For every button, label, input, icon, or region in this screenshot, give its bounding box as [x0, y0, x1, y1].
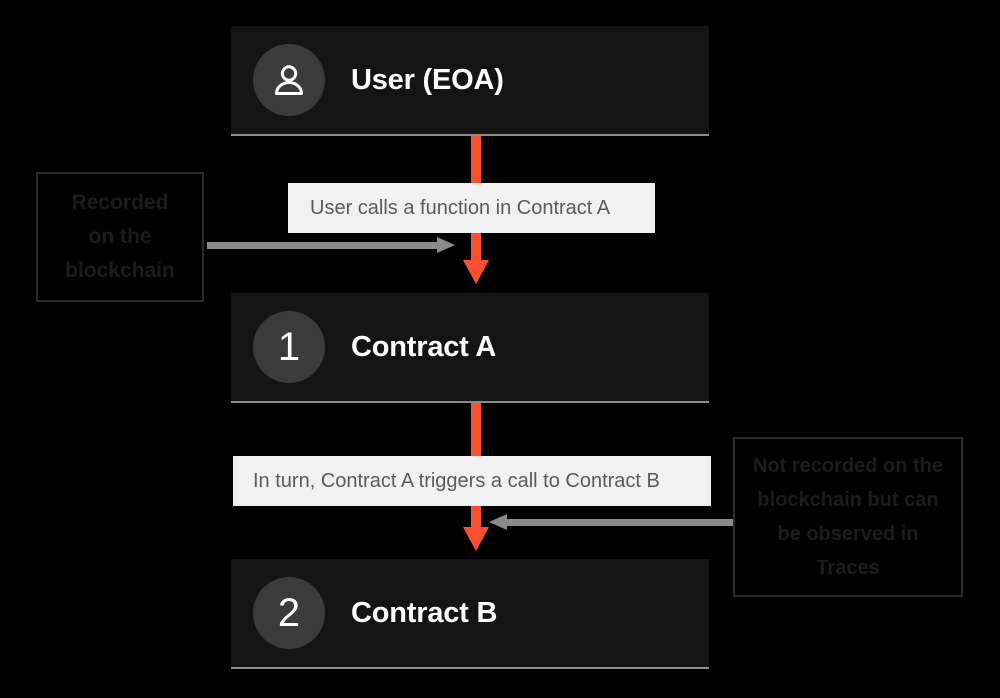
arrow-head-down-icon: [463, 260, 489, 284]
step-number-badge-2: 2: [253, 577, 325, 649]
annotation-line: Recorded: [71, 191, 169, 214]
person-icon: [275, 65, 303, 95]
step-label-internal-call: In turn, Contract A triggers a call to C…: [233, 456, 711, 506]
arrow-head-down-icon: [463, 527, 489, 551]
annotation-recorded-on-blockchain: Recorded on the blockchain: [36, 172, 204, 302]
annotation-not-recorded-traces: Not recorded on the blockchain but can b…: [733, 437, 963, 597]
arrow-head-left-icon: [489, 514, 507, 530]
node-card-contract-a[interactable]: 1 Contract A: [231, 293, 709, 403]
user-avatar-badge: [253, 44, 325, 116]
node-card-user[interactable]: User (EOA): [231, 26, 709, 136]
connector-shaft: [507, 519, 737, 526]
arrow-head-right-icon: [437, 237, 455, 253]
connector-arrow-right-to-flow: [489, 514, 737, 530]
connector-arrow-left-to-flow: [207, 237, 455, 253]
step-number-badge-1: 1: [253, 311, 325, 383]
step-number-2: 2: [277, 591, 301, 635]
node-title-contract-a: Contract A: [351, 330, 497, 363]
annotation-line: blockchain but can: [757, 489, 939, 511]
step-label-user-call: User calls a function in Contract A: [288, 183, 655, 233]
annotation-line: blockchain: [65, 259, 175, 282]
annotation-line: Not recorded on the: [752, 455, 943, 477]
annotation-line: Traces: [816, 557, 880, 579]
connector-shaft: [207, 242, 437, 249]
node-title-user: User (EOA): [351, 63, 504, 96]
annotation-line: on the: [88, 225, 152, 248]
step-number-1: 1: [277, 325, 301, 369]
node-card-contract-b[interactable]: 2 Contract B: [231, 559, 709, 669]
node-title-contract-b: Contract B: [351, 596, 498, 629]
annotation-line: be observed in: [777, 523, 919, 545]
